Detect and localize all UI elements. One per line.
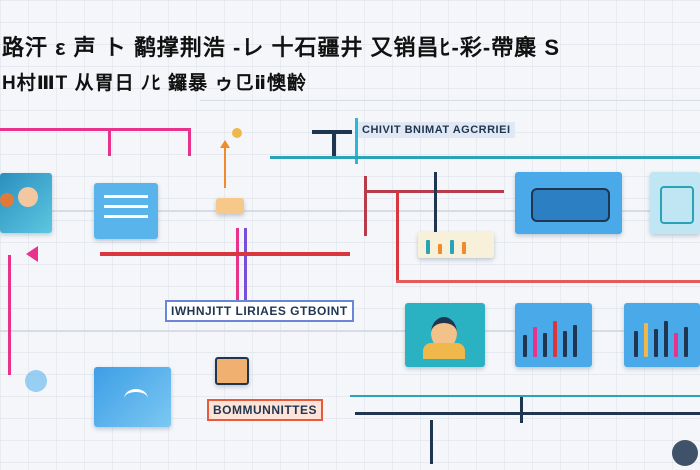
avatar-icon (0, 193, 14, 207)
chart-bar (523, 335, 527, 357)
pink-connector (8, 255, 11, 375)
list-bar (462, 242, 466, 254)
pink-connector (108, 128, 111, 156)
list-bar (450, 240, 454, 254)
top-right-label: CHIVIT BNIMAT AGCRRIEI (358, 122, 515, 138)
person-tile[interactable] (405, 303, 485, 367)
decor-dot (672, 440, 698, 466)
cyan-connector (270, 156, 700, 159)
chart-bar (644, 323, 648, 357)
navy-connector (355, 412, 700, 415)
red-connector (364, 176, 367, 236)
navy-connector (332, 130, 336, 156)
guide-line (0, 330, 700, 332)
pink-connector (236, 228, 239, 300)
chart-bar (634, 331, 638, 357)
device-icon (660, 186, 694, 224)
document-line-icon (104, 205, 148, 208)
orange-connector (224, 148, 226, 188)
pink-connector (188, 128, 191, 156)
cyan-connector (355, 118, 358, 164)
chart-bar (654, 329, 658, 357)
decor-dot (25, 370, 47, 392)
curve-icon (124, 389, 148, 408)
chart-tile[interactable] (515, 303, 592, 367)
monitor-tile[interactable] (515, 172, 622, 234)
decor-dot (232, 128, 242, 138)
image-tile[interactable] (94, 367, 171, 427)
navy-connector (520, 395, 523, 423)
pink-connector (0, 128, 190, 131)
pink-connector (244, 228, 247, 300)
chart-bar (543, 333, 547, 357)
chart-bar (563, 331, 567, 357)
guide-line (200, 100, 700, 101)
list-tile[interactable] (418, 232, 494, 258)
photo-icon-tile[interactable] (215, 357, 249, 385)
device-tile[interactable] (650, 172, 700, 234)
chart-bar (674, 333, 678, 357)
list-bar (426, 240, 430, 254)
chart-bar (684, 327, 688, 357)
header-title-line2: H村ⅢT 从胃日 ﾉﾋ 鑼暴 ゥ㔾ⅱ懊齡 (2, 73, 307, 94)
avatar-tile[interactable] (0, 173, 52, 233)
chart-tile[interactable] (624, 303, 700, 367)
document-tile[interactable] (94, 183, 158, 239)
red-connector (100, 252, 350, 256)
bottom-label: BOMMUNNITTES (207, 399, 323, 421)
arrow-pink-icon (26, 246, 38, 262)
navy-connector (430, 420, 433, 464)
red-connector (396, 280, 700, 283)
chart-bar (664, 321, 668, 357)
chart-bar (533, 327, 537, 357)
list-bar (438, 244, 442, 254)
guide-line (40, 210, 680, 212)
header-title-line1: 路汗 ε 声 ト 鹬撑荆浩 -レ 十石疆井 又销昌ﾋ-彩-帶麋 S (2, 35, 560, 60)
chart-bar (573, 325, 577, 357)
person-body-icon (423, 343, 465, 359)
small-tile[interactable] (216, 198, 244, 214)
avatar-icon (18, 187, 38, 207)
document-line-icon (104, 215, 148, 218)
cyan-connector (350, 395, 700, 397)
monitor-screen-icon (531, 188, 610, 222)
document-line-icon (104, 195, 148, 198)
orange-connector (220, 140, 230, 148)
navy-connector (434, 172, 437, 232)
middle-label: IWHNJITT LIRIAES GTBOINT (165, 300, 354, 322)
red-connector (396, 192, 399, 282)
chart-bar (553, 321, 557, 357)
